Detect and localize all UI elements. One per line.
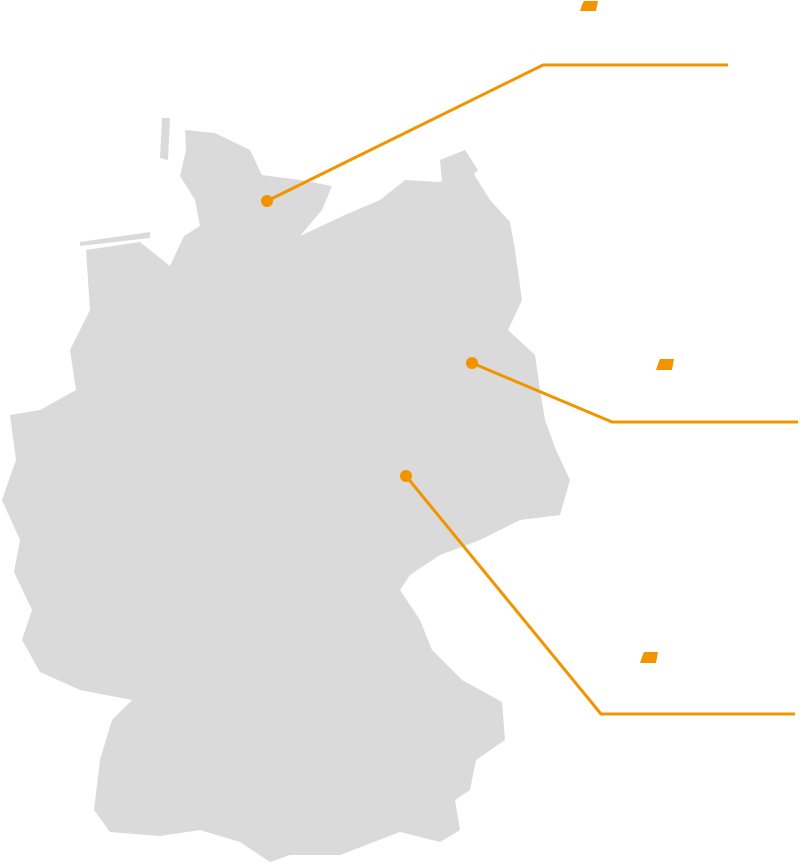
- callout-east-dot[interactable]: [466, 357, 478, 369]
- callout-east: [471, 361, 798, 424]
- rugen-island: [440, 150, 478, 190]
- frisian-islands: [80, 232, 150, 246]
- callout-central-dot[interactable]: [400, 470, 412, 482]
- callout-north-marker: [580, 1, 598, 11]
- callout-north-dot[interactable]: [261, 195, 273, 207]
- callout-east-marker: [656, 359, 674, 370]
- callout-central: [404, 475, 795, 716]
- germany-land: [2, 130, 570, 862]
- callout-north: [266, 63, 728, 203]
- sylt-island: [160, 118, 170, 160]
- callout-central-marker: [640, 652, 658, 663]
